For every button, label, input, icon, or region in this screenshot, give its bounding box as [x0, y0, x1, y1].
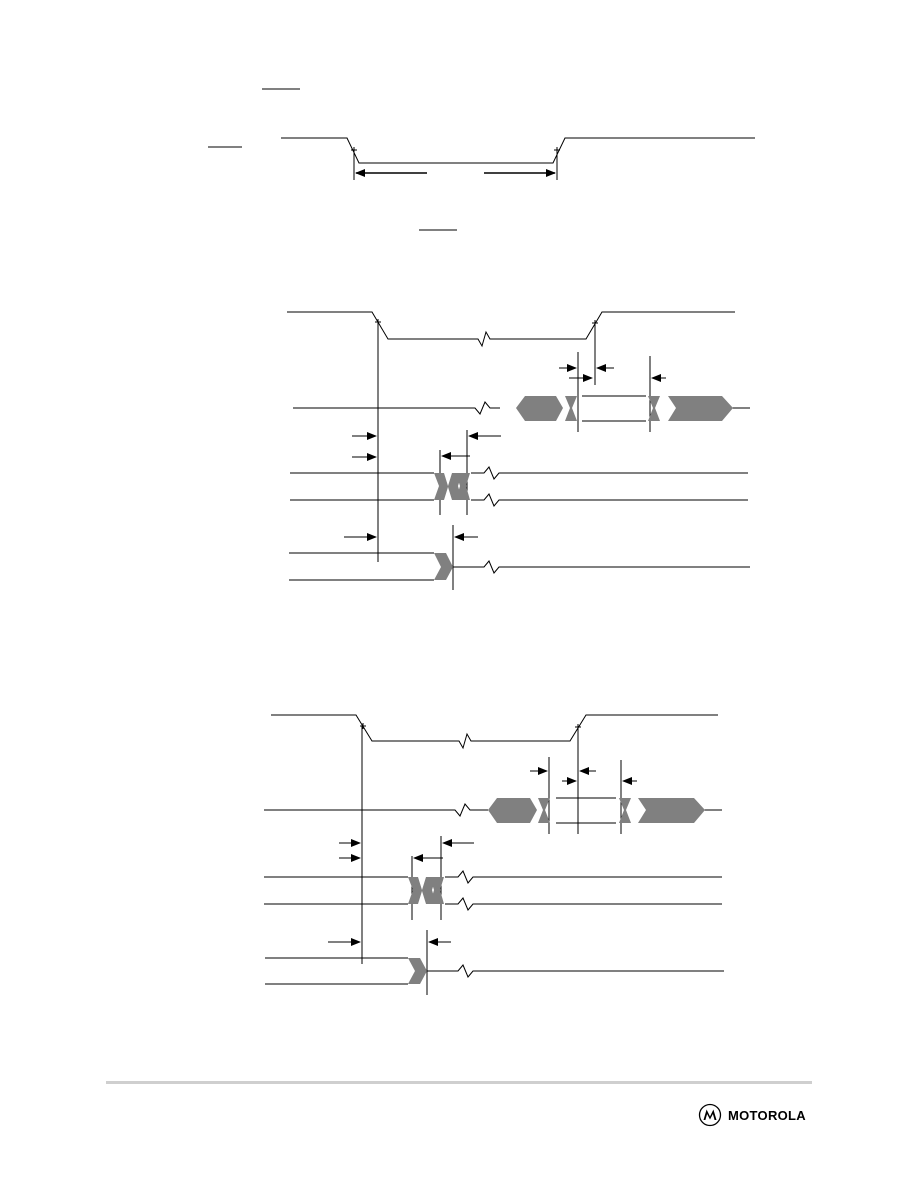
brand-logo: MOTOROLA	[698, 1102, 806, 1128]
bus-transition	[565, 396, 577, 421]
control-waveform	[271, 714, 718, 750]
diagram-1-reset-pulse	[208, 88, 755, 231]
bus-transition	[538, 798, 550, 823]
brand-name: MOTOROLA	[728, 1107, 806, 1123]
bus-valid-block	[668, 396, 733, 421]
data-line	[264, 803, 488, 817]
edge-cross	[360, 723, 366, 729]
bus-cross	[434, 473, 462, 500]
bus-cross	[430, 877, 444, 904]
bus-transition	[619, 798, 631, 823]
bus-cross	[456, 473, 470, 500]
data-line	[293, 401, 500, 415]
reset-waveform	[281, 137, 755, 164]
diagram-2-timing	[287, 311, 750, 590]
bus-valid-block	[516, 396, 563, 421]
bus-valid-block	[638, 798, 705, 823]
motorola-batwing-icon	[698, 1103, 722, 1127]
bus-transition	[434, 553, 453, 580]
diagram-3-timing	[264, 714, 724, 995]
footer-rule	[106, 1081, 812, 1084]
bus-cross	[408, 877, 436, 904]
bus-transition	[408, 958, 427, 984]
bus-valid-block	[488, 798, 537, 823]
bus-transition	[648, 396, 660, 421]
control-waveform	[287, 311, 735, 348]
